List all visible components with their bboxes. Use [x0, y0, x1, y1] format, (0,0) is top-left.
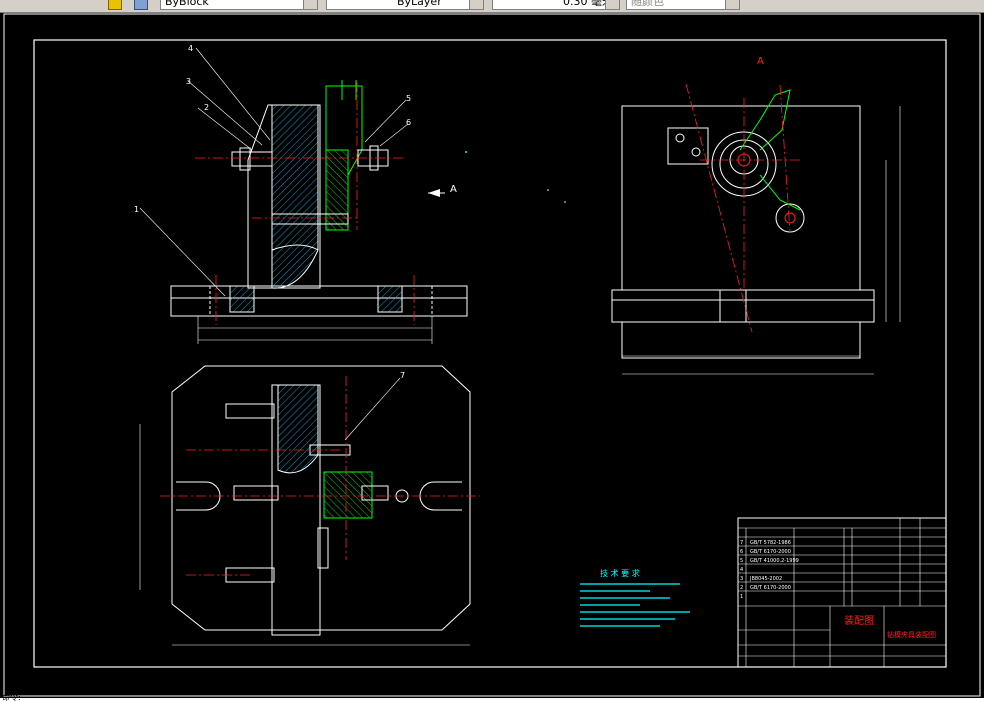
- bom-row-1-no: 1: [740, 594, 743, 600]
- title-block-name: 装配图: [844, 614, 874, 627]
- bom-row-2-code: GB/T 6170-2000: [750, 585, 791, 591]
- bom-row-3-no: 3: [740, 576, 743, 582]
- bom-row-5-no: 5: [740, 558, 743, 564]
- title-block: 7 GB/T 5782-1986 6 GB/T 6170-2000 5 GB/T…: [737, 517, 947, 668]
- bom-row-6-code: GB/T 6170-2000: [750, 549, 791, 555]
- chevron-down-icon[interactable]: [303, 0, 317, 9]
- bom-row-5-code: GB/T 41000.2-1999: [750, 558, 799, 564]
- view-arrow-label: A: [450, 184, 457, 195]
- bom-row-3-code: JB8045-2002: [749, 576, 782, 582]
- layer-state-icon[interactable]: [134, 0, 148, 10]
- sheet-border-outer: [3, 13, 981, 697]
- layer-combo[interactable]: ByLayer: [326, 0, 484, 10]
- view-label-a: A: [757, 56, 764, 67]
- bom-row-7-code: GB/T 5782-1986: [750, 540, 791, 546]
- side-view: [611, 83, 901, 375]
- drawing-svg: 4 3 2 1 5 6 7 A A: [3, 13, 981, 697]
- chevron-down-icon[interactable]: [725, 0, 739, 9]
- status-bar: [0, 698, 984, 702]
- callout-5: 5: [406, 94, 411, 103]
- bom-row-6-no: 6: [740, 549, 743, 555]
- chevron-down-icon[interactable]: [605, 0, 619, 9]
- callout-2: 2: [204, 103, 209, 112]
- callout-4: 4: [188, 44, 193, 53]
- layer-value: ByLayer: [397, 0, 442, 8]
- chevron-down-icon[interactable]: [469, 0, 483, 9]
- front-view: [139, 47, 468, 344]
- lineweight-combo[interactable]: 0.30 毫米: [492, 0, 620, 10]
- bom-row-7-no: 7: [740, 540, 743, 546]
- title-block-drawing: 钻模夹具装配图: [887, 630, 936, 639]
- plotstyle-combo[interactable]: 随颜色: [626, 0, 740, 10]
- linetype-combo[interactable]: ByBlock: [160, 0, 318, 10]
- lineweight-value: 0.30 毫米: [563, 0, 613, 8]
- layer-icon[interactable]: [108, 0, 122, 10]
- drawing-canvas[interactable]: 4 3 2 1 5 6 7 A A: [0, 12, 984, 698]
- bom-row-4-no: 4: [740, 567, 743, 573]
- callout-3: 3: [186, 77, 191, 86]
- callout-labels: 4 3 2 1 5 6 7: [134, 44, 411, 380]
- properties-toolbar: ByBlock ByLayer 0.30 毫米 随颜色: [0, 0, 984, 13]
- sheet-border-inner: [33, 39, 947, 668]
- callout-1: 1: [134, 205, 139, 214]
- callout-7: 7: [400, 371, 405, 380]
- technical-requirements: 技 术 要 求: [580, 568, 690, 627]
- command-line[interactable]: 命令:: [2, 693, 21, 702]
- bom-row-2-no: 2: [740, 585, 743, 591]
- top-view: [139, 365, 480, 646]
- plotstyle-value: 随颜色: [631, 0, 664, 8]
- callout-6: 6: [406, 118, 411, 127]
- tech-req-title: 技 术 要 求: [600, 568, 640, 578]
- linetype-value: ByBlock: [165, 0, 209, 8]
